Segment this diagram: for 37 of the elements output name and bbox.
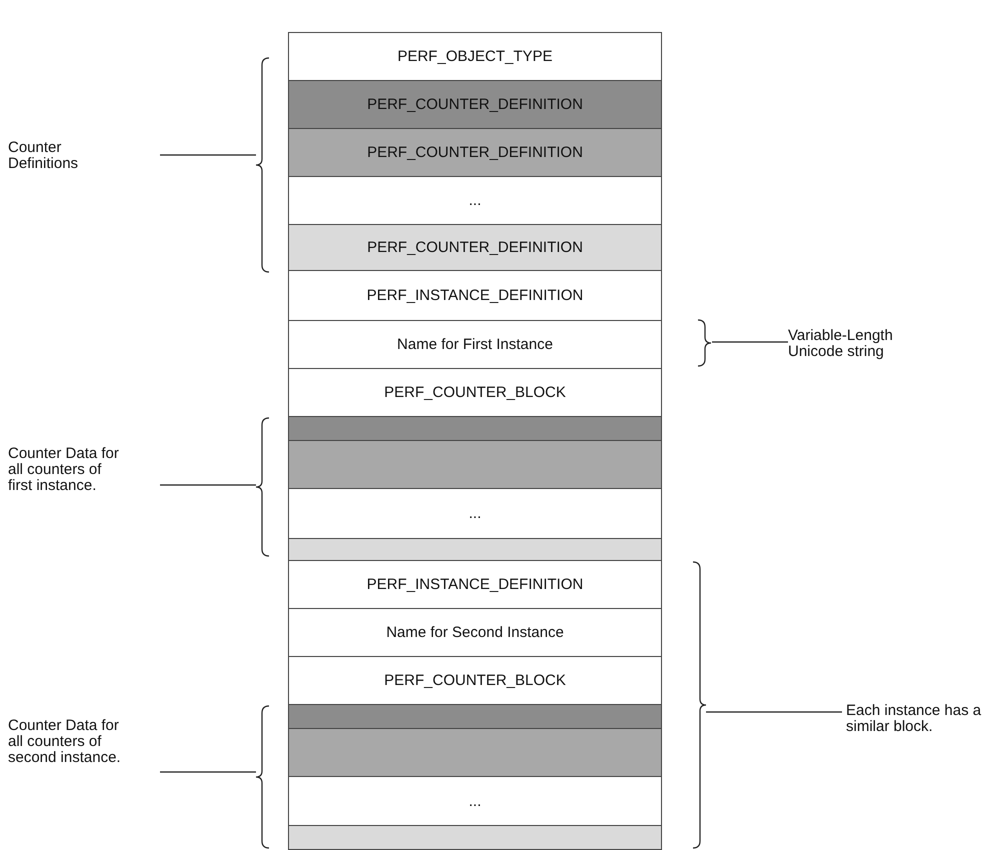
- memory-block: [288, 224, 662, 271]
- memory-block: [288, 488, 662, 539]
- memory-block: [288, 80, 662, 129]
- memory-block: [288, 128, 662, 177]
- side-note: Variable-Length Unicode string: [788, 328, 894, 360]
- memory-block: [288, 368, 662, 417]
- memory-block: [288, 270, 662, 321]
- block-label: ...: [468, 192, 482, 209]
- shaded-bar: [288, 538, 662, 561]
- side-note: Counter Data for all counters of first instance.: [8, 446, 120, 494]
- block-label: PERF_COUNTER_BLOCK: [384, 672, 566, 689]
- block-label: PERF_COUNTER_DEFINITION: [367, 239, 583, 256]
- shaded-bar: [288, 728, 662, 777]
- memory-block: [288, 776, 662, 826]
- block-label: Name for First Instance: [397, 336, 553, 353]
- block-label: PERF_COUNTER_DEFINITION: [367, 144, 583, 161]
- memory-block: [288, 656, 662, 705]
- shaded-bar: [288, 416, 662, 441]
- block-label: PERF_INSTANCE_DEFINITION: [366, 287, 584, 304]
- block-label: PERF_INSTANCE_DEFINITION: [366, 576, 584, 593]
- memory-block: [288, 560, 662, 609]
- memory-block: [288, 320, 662, 369]
- block-label: ...: [468, 505, 482, 522]
- block-label: PERF_COUNTER_BLOCK: [384, 384, 566, 401]
- shaded-bar: [288, 704, 662, 729]
- side-note: Counter Data for all counters of second instance.: [8, 718, 122, 766]
- memory-block: [288, 176, 662, 225]
- side-note: Counter Definitions: [8, 140, 80, 172]
- block-label: ...: [468, 792, 482, 810]
- memory-block: [288, 32, 662, 81]
- side-note: Each instance has a similar block.: [846, 703, 982, 735]
- shaded-bar: [288, 440, 662, 489]
- memory-block: [288, 608, 662, 657]
- block-label: PERF_COUNTER_DEFINITION: [367, 96, 583, 113]
- shaded-bar: [288, 825, 662, 850]
- block-label: PERF_OBJECT_TYPE: [397, 48, 553, 65]
- block-label: Name for Second Instance: [386, 624, 564, 641]
